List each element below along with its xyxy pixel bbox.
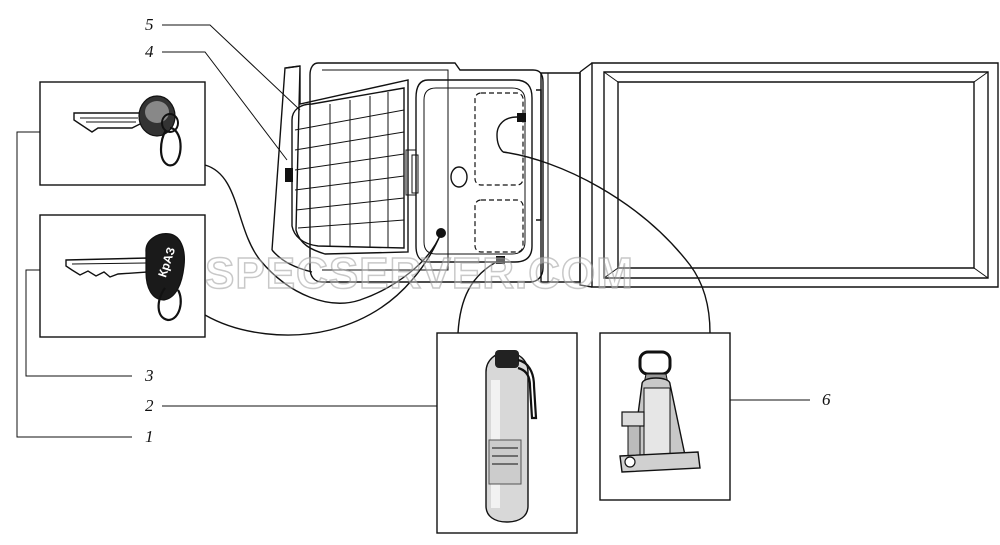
ignition-key-illustration (73, 95, 182, 167)
extinguisher-location-marker (496, 256, 505, 264)
callout-6: 6 (822, 390, 831, 409)
callout-5: 5 (145, 15, 154, 34)
connector-lines (204, 151, 711, 336)
cab (309, 62, 544, 283)
callout-labels: 5 4 3 2 1 6 (144, 15, 831, 446)
truck-top-view (271, 62, 999, 288)
hydraulic-jack-illustration (619, 350, 701, 473)
leader-lines (16, 24, 810, 438)
cargo-body (579, 62, 999, 288)
frame-section (536, 72, 581, 283)
callout-3: 3 (144, 366, 154, 385)
callout-1: 1 (145, 427, 154, 446)
watermark: SPECSERVER.COM (205, 249, 634, 298)
door-key-illustration: КрАЗ (65, 233, 185, 322)
callout-2: 2 (145, 396, 154, 415)
door-key-box: КрАЗ (39, 214, 206, 338)
ignition-key-box (39, 81, 206, 186)
fire-extinguisher-box (436, 332, 578, 534)
fire-extinguisher-illustration (485, 350, 538, 523)
front-grille (271, 65, 417, 273)
hydraulic-jack-box (599, 332, 731, 501)
jack-location-marker (517, 113, 526, 122)
callout-4: 4 (145, 42, 154, 61)
